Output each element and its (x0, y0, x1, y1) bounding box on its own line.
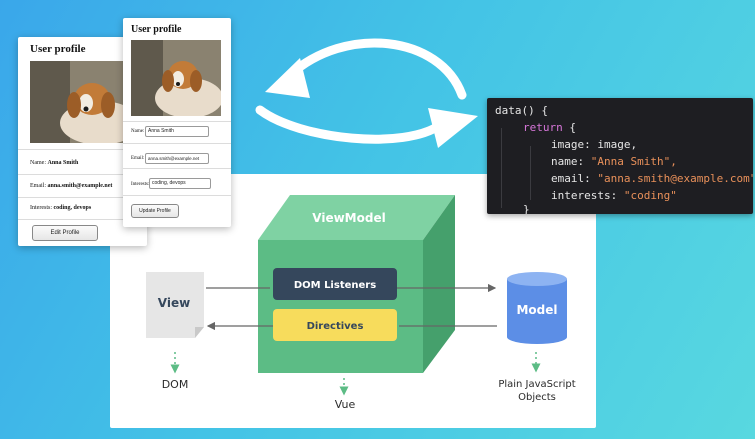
edit-profile-button[interactable]: Edit Profile (32, 225, 98, 241)
email-value: anna.smith@example.net (47, 183, 113, 189)
email-label: Email: (30, 183, 46, 189)
profile-title: User profile (131, 24, 182, 35)
divider (18, 197, 147, 198)
directives-label: Directives (307, 321, 364, 332)
view-document (146, 272, 204, 338)
model-label: Model (516, 303, 557, 317)
viewmodel-label: ViewModel (312, 211, 385, 225)
divider (123, 121, 231, 122)
name-row: Name: Anna Smith (30, 160, 78, 166)
interests-value: "coding" (617, 189, 677, 202)
name-label: Name: (30, 160, 46, 166)
code-line: return { (523, 121, 576, 134)
name-input[interactable]: Anna Smith (145, 126, 209, 137)
interests-key: interests: (551, 189, 618, 202)
interests-label: Interests: (131, 182, 150, 187)
code-line: data() { (495, 104, 548, 117)
name-key: name: (551, 155, 585, 168)
image-value: image, (590, 138, 638, 151)
dog-photo (30, 61, 138, 143)
interests-row: Interests: coding, devops (30, 205, 91, 211)
interests-value: coding, devops (53, 205, 92, 211)
sync-arrow-head-left (265, 58, 310, 98)
name-value: "Anna Smith", (584, 155, 677, 168)
brace-open: { (562, 121, 576, 134)
view-label: View (158, 296, 190, 310)
model-caption: Plain JavaScript Objects (480, 378, 594, 404)
divider (18, 219, 147, 220)
code-line: name: "Anna Smith", (551, 155, 677, 168)
dom-listeners-bar (273, 268, 397, 300)
code-editor: data() { return { image: image, name: "A… (487, 98, 753, 214)
code-line: } (523, 197, 530, 214)
email-key: email: (551, 172, 591, 185)
code-line: interests: "coding" (551, 189, 677, 202)
update-profile-button[interactable]: Update Profile (131, 204, 179, 218)
email-row: Email: anna.smith@example.net (30, 183, 112, 189)
interests-label: Interests: (30, 205, 52, 211)
profile-card-edit: User profile Name: Anna Smith Email: ann… (123, 18, 231, 227)
divider (123, 195, 231, 196)
divider (123, 143, 231, 144)
interests-input[interactable]: coding, devops (149, 178, 211, 189)
directives-bar (273, 309, 397, 341)
name-value: Anna Smith (47, 160, 79, 166)
dom-listeners-label: DOM Listeners (294, 280, 376, 291)
data-fn: data() { (495, 104, 548, 117)
model-caption-line1: Plain JavaScript (498, 379, 576, 390)
model-caption-line2: Objects (518, 392, 556, 403)
email-value: "anna.smith@example.com", (590, 172, 753, 185)
profile-title: User profile (30, 43, 86, 55)
code-line: image: image, (551, 138, 637, 151)
name-label: Name: (131, 129, 145, 134)
sync-arrow-head-right (428, 108, 478, 148)
sync-arrows-icon (255, 38, 467, 144)
divider (123, 168, 231, 169)
vue-caption: Vue (334, 398, 356, 411)
brace-close: } (523, 203, 530, 214)
email-label: Email: (131, 156, 145, 161)
indent-guide (530, 146, 531, 200)
indent-guide (501, 128, 502, 208)
model-cylinder (507, 272, 567, 344)
image-key: image: (551, 138, 591, 151)
dog-photo (131, 40, 221, 116)
dom-caption: DOM (161, 378, 189, 391)
email-input[interactable]: anna.smith@example.net (145, 153, 209, 164)
code-line: email: "anna.smith@example.com", (551, 172, 753, 185)
viewmodel-cube (258, 195, 455, 373)
divider (18, 174, 147, 175)
divider (18, 149, 147, 150)
return-keyword: return (523, 121, 563, 134)
